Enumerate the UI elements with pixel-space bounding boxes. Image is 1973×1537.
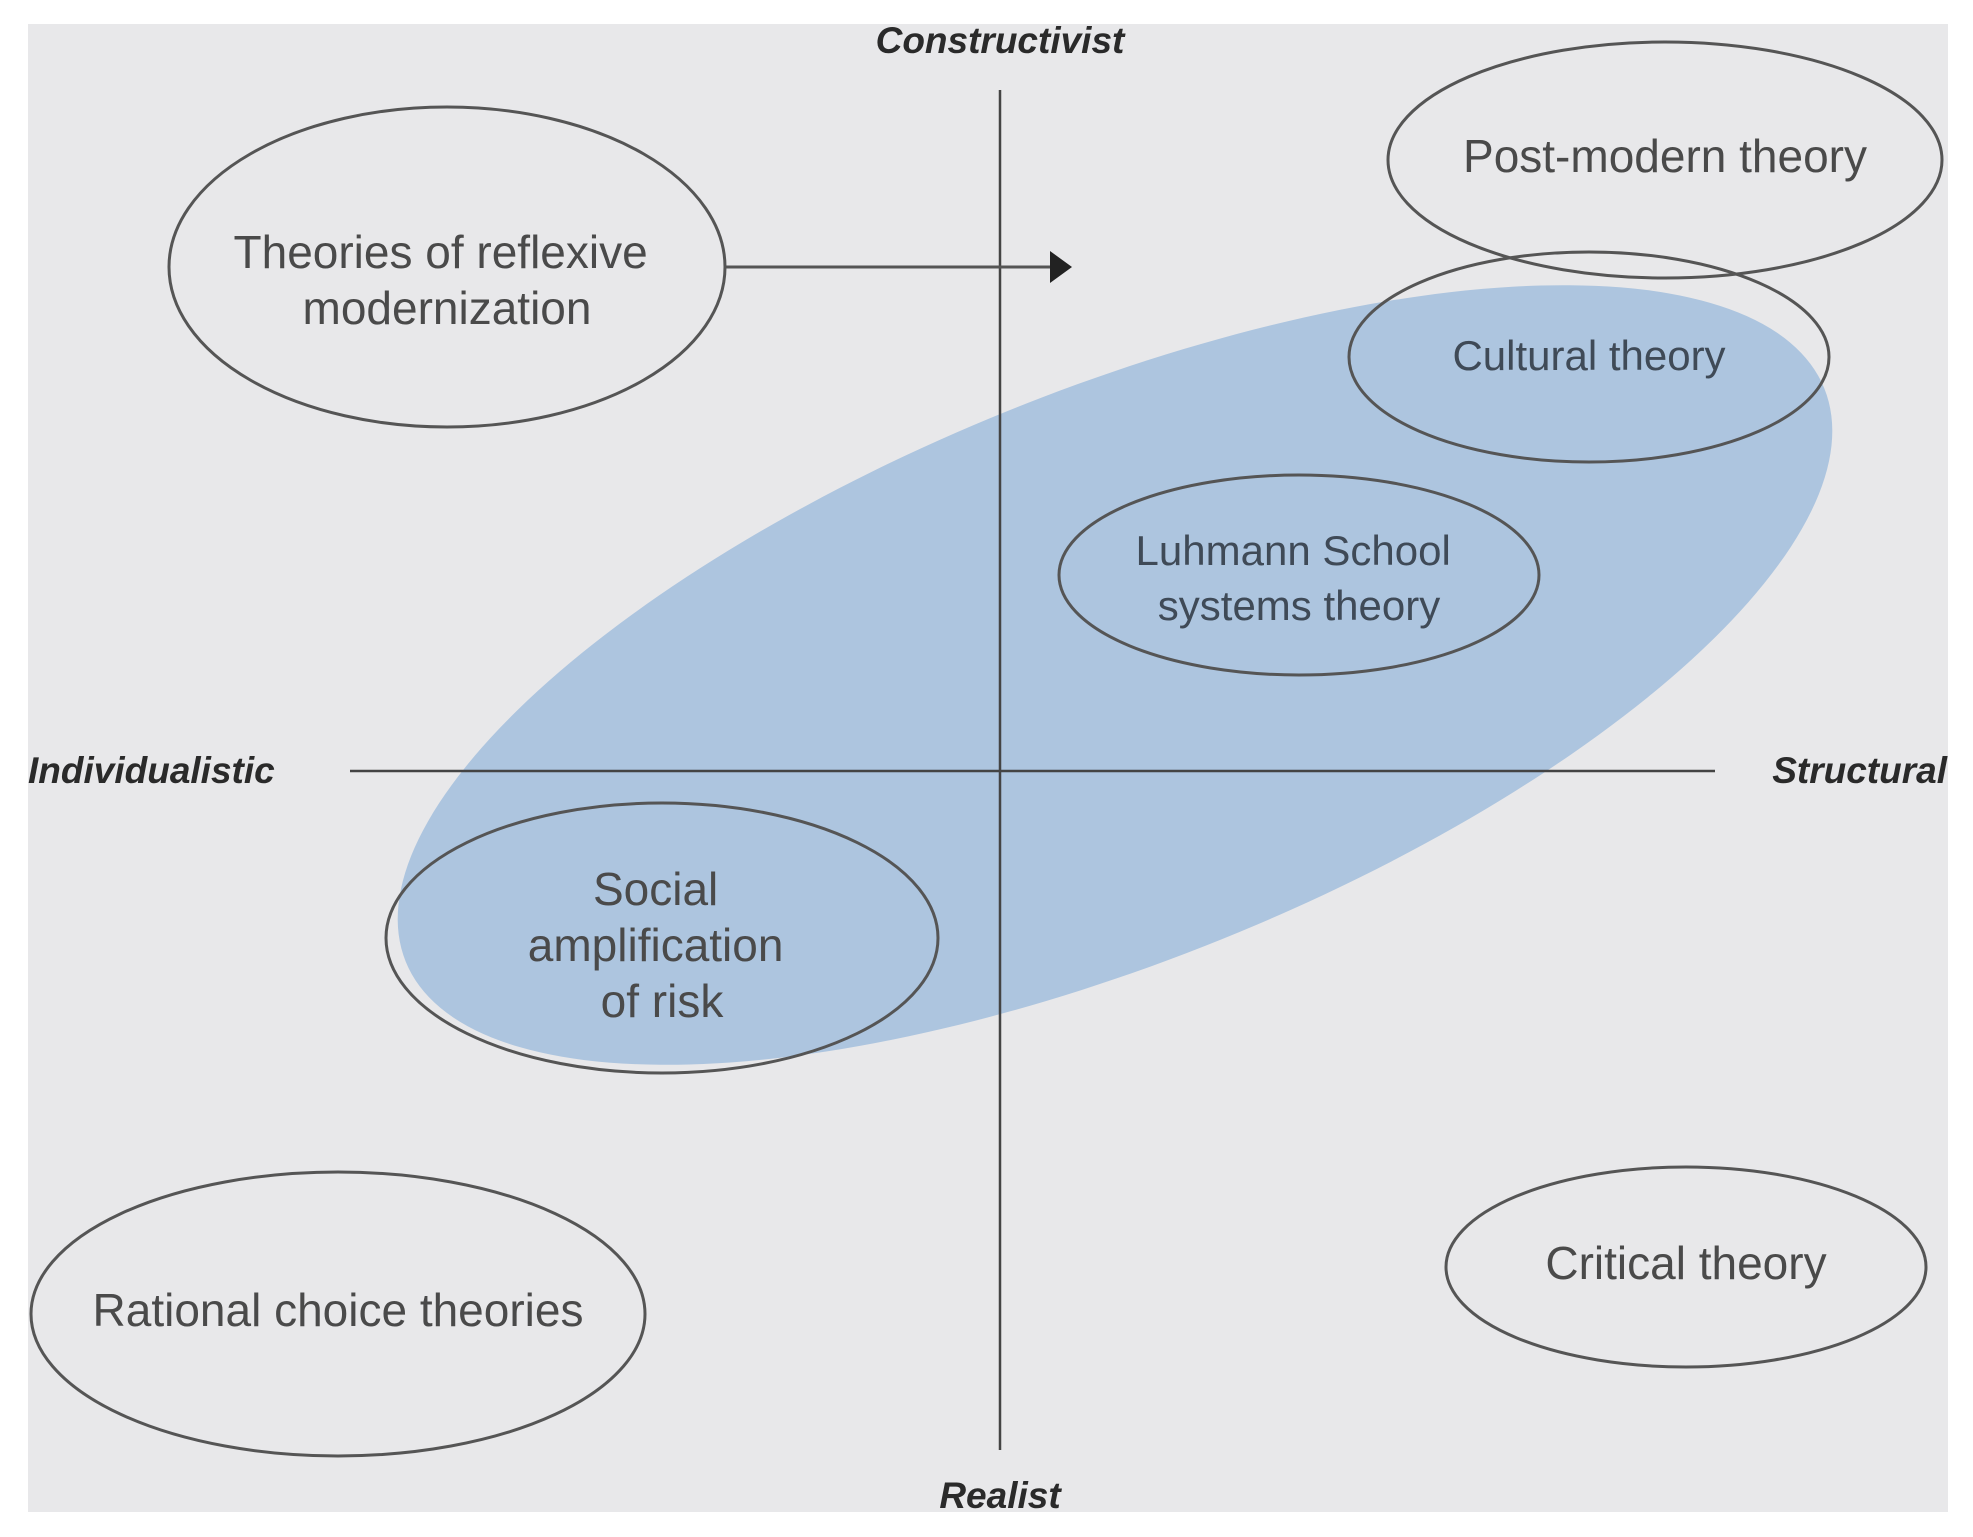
node-post-modern-theory: Post-modern theory <box>1386 40 1944 280</box>
arrow-head-icon <box>1050 251 1072 283</box>
node-label-line: modernization <box>303 282 592 334</box>
node-label-line: Rational choice theories <box>93 1284 584 1336</box>
arrow-connector <box>725 251 1072 283</box>
node-label-line: amplification <box>528 919 784 971</box>
highlight-region <box>397 285 1833 1065</box>
svg-text:Social amplification: Social amplification of risk <box>528 863 796 1027</box>
node-social-amplification-of-risk: Social amplification of risk <box>384 801 940 1075</box>
node-label-line: Social <box>593 863 718 915</box>
node-critical-theory: Critical theory <box>1444 1165 1928 1369</box>
svg-text:Post-modern theory: Post-modern theory <box>1463 130 1867 182</box>
axis-label-left: Individualistic <box>28 750 275 791</box>
axis-label-top: Constructivist <box>876 20 1126 61</box>
node-reflexive-modernization: Theories of reflexive modernization <box>167 105 727 429</box>
axis-label-right: Structural <box>1772 750 1947 791</box>
svg-text:Cultural theory: Cultural theory <box>1452 332 1725 379</box>
node-luhmann-systems-theory: Luhmann School systems theory <box>1057 473 1541 677</box>
svg-text:Theories of reflexive mo: Theories of reflexive modernization <box>234 226 661 334</box>
svg-text:Rational choice theories: Rational choice theories <box>93 1284 584 1336</box>
node-label-line: Critical theory <box>1545 1237 1826 1289</box>
node-label-line: Cultural theory <box>1452 332 1725 379</box>
node-rational-choice-theories: Rational choice theories <box>29 1170 647 1458</box>
svg-text:Critical theory: Critical theory <box>1545 1237 1826 1289</box>
svg-text:Luhmann School systems t: Luhmann School systems theory <box>1136 527 1463 629</box>
axis-label-bottom: Realist <box>939 1475 1062 1516</box>
node-label-line: Luhmann School <box>1136 527 1451 574</box>
node-label-line: Post-modern theory <box>1463 130 1867 182</box>
node-cultural-theory: Cultural theory <box>1347 250 1831 464</box>
node-label-line: systems theory <box>1158 582 1440 629</box>
node-label-line: of risk <box>601 975 725 1027</box>
node-label-line: Theories of reflexive <box>234 226 648 278</box>
